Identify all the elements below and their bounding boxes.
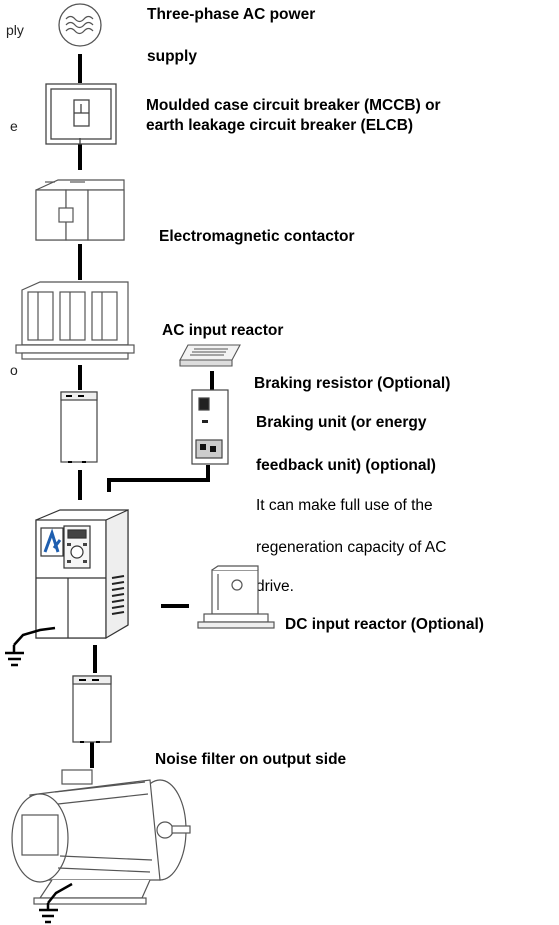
dc-input-reactor-symbol bbox=[197, 565, 275, 629]
label-output-noise-filter: Noise filter on output side bbox=[155, 751, 347, 768]
cut-text-fragment-1: ply bbox=[6, 22, 24, 38]
label-braking-unit-line2: feedback unit) (optional) bbox=[256, 457, 436, 474]
contactor-symbol bbox=[35, 179, 125, 241]
label-breaker-line2: earth leakage circuit breaker (ELCB) bbox=[146, 117, 414, 134]
label-dc-input-reactor: DC input reactor (Optional) bbox=[285, 616, 484, 633]
circuit-breaker-symbol bbox=[45, 83, 117, 145]
cut-text-fragment-2: e bbox=[10, 118, 18, 134]
motor-symbol bbox=[11, 769, 191, 905]
ac-input-reactor-symbol bbox=[15, 281, 135, 360]
label-braking-resistor: Braking resistor (Optional) bbox=[254, 375, 451, 392]
ac-power-supply-symbol bbox=[58, 3, 102, 47]
label-contactor: Electromagnetic contactor bbox=[159, 228, 355, 245]
label-power-supply-line1: Three-phase AC power bbox=[147, 6, 316, 23]
text-regen-line2: regeneration capacity of AC bbox=[256, 539, 447, 556]
text-regen-line3: drive. bbox=[256, 578, 294, 595]
label-breaker-line1: Moulded case circuit breaker (MCCB) or bbox=[146, 97, 441, 114]
main-wiring-line bbox=[78, 54, 214, 768]
text-regen-line1: It can make full use of the bbox=[256, 497, 433, 514]
braking-unit-symbol bbox=[191, 389, 229, 465]
output-filter-module bbox=[72, 675, 112, 743]
drive-ground-icon bbox=[5, 626, 56, 667]
ac-drive-symbol bbox=[35, 509, 129, 640]
label-braking-unit-line1: Braking unit (or energy bbox=[256, 414, 427, 431]
motor-ground-icon bbox=[39, 882, 73, 924]
input-filter-module bbox=[60, 391, 98, 463]
label-ac-input-reactor: AC input reactor bbox=[162, 322, 284, 339]
braking-resistor-symbol bbox=[179, 344, 241, 367]
cut-text-fragment-3: o bbox=[10, 362, 18, 378]
label-power-supply-line2: supply bbox=[147, 48, 197, 65]
